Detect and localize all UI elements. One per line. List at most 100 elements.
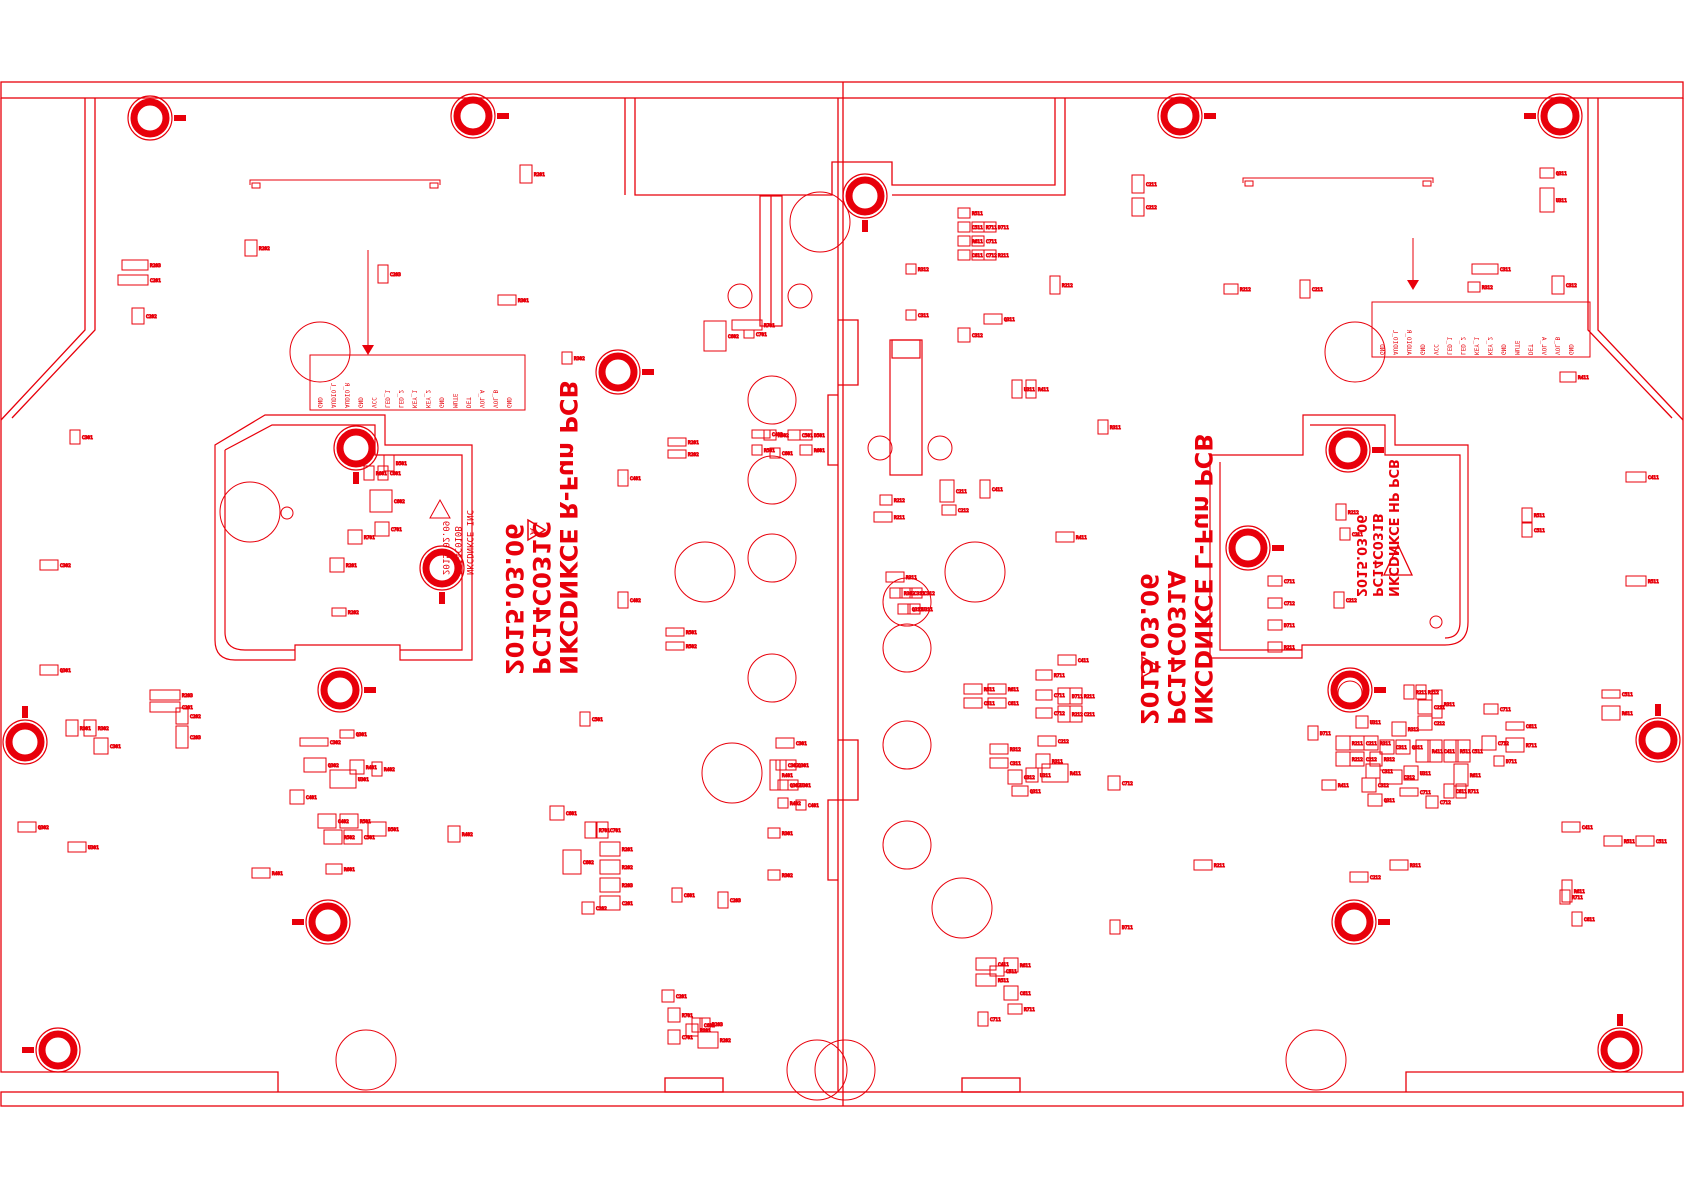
component-footprint: [1131, 197, 1145, 217]
component-footprint: [67, 841, 87, 853]
component-ref-label: Q311: [1384, 798, 1395, 804]
component-footprint: [1453, 763, 1469, 787]
component-footprint: [1355, 715, 1369, 729]
component-ref-label: C311: [1500, 267, 1511, 273]
component-ref-label: R201: [700, 1028, 711, 1034]
component-footprint: [595, 821, 609, 839]
component-footprint: [599, 895, 621, 911]
component-ref-label: R202: [688, 452, 699, 458]
component-footprint: [989, 757, 1009, 769]
component-ref-label: R711: [986, 225, 997, 231]
component-footprint: [1603, 835, 1623, 847]
component-ref-label: R312: [1384, 757, 1395, 763]
component-footprint: [1025, 379, 1037, 399]
component-ref-label: R502: [686, 644, 697, 650]
clearance-circle: [280, 506, 294, 520]
component-footprint: [1431, 689, 1443, 719]
component-footprint: [743, 329, 755, 339]
component-footprint: [519, 164, 533, 184]
component-ref-label: D711: [1320, 731, 1331, 737]
component-ref-label: R511: [998, 978, 1009, 984]
center-component-right: [889, 339, 923, 476]
pin-label: GND: [316, 397, 323, 408]
component-ref-label: C211: [1084, 712, 1095, 718]
component-ref-label: C511: [1622, 692, 1633, 698]
connector-bracket-left: [249, 179, 441, 189]
component-footprint: [963, 683, 983, 695]
component-ref-label: Q311: [1556, 171, 1567, 177]
component-ref-label: C501: [802, 433, 813, 439]
component-ref-label: R312: [1408, 727, 1419, 733]
component-ref-label: R211: [1352, 741, 1363, 747]
component-footprint: [1635, 835, 1655, 847]
component-footprint: [1559, 371, 1577, 383]
component-ref-label: C511: [1534, 528, 1545, 534]
left-board-revision: A: [527, 528, 538, 535]
component-footprint: [383, 454, 395, 472]
component-ref-label: R302: [98, 726, 109, 732]
component-footprint: [787, 429, 801, 441]
component-ref-label: R711: [1572, 895, 1583, 901]
left-board-label: NKCDNKCE R-Fun PCB PC14C031C 2015.03.06: [500, 380, 582, 675]
component-ref-label: C601: [684, 893, 695, 899]
mounting-hole: [1325, 427, 1384, 473]
clearance-circle: [747, 455, 797, 505]
component-footprint: [1057, 654, 1077, 666]
component-footprint: [1471, 263, 1499, 275]
component-ref-label: C411: [1078, 658, 1089, 664]
component-footprint: [691, 1017, 703, 1033]
clearance-circle: [927, 435, 953, 461]
component-ref-label: C402: [338, 819, 349, 825]
component-ref-label: C401: [808, 803, 819, 809]
component-footprint: [1363, 735, 1379, 751]
component-ref-label: Q302: [790, 783, 801, 789]
component-footprint: [751, 429, 771, 439]
component-ref-label: C701: [391, 527, 402, 533]
component-footprint: [1025, 767, 1039, 783]
component-ref-label: R401: [272, 871, 283, 877]
component-ref-label: D711: [1284, 623, 1295, 629]
component-footprint: [367, 821, 387, 837]
component-ref-label: R711: [1054, 673, 1065, 679]
component-footprint: [347, 529, 363, 545]
component-ref-label: C602: [704, 1023, 715, 1029]
component-footprint: [957, 235, 971, 247]
component-footprint: [1011, 785, 1029, 797]
component-ref-label: R203: [150, 263, 161, 269]
mounting-hole: [127, 95, 186, 141]
component-ref-label: R302: [574, 356, 585, 362]
component-ref-label: R402: [462, 832, 473, 838]
component-ref-label: R202: [622, 865, 633, 871]
component-ref-label: C711: [1500, 707, 1511, 713]
component-ref-label: R411: [1038, 387, 1049, 393]
component-footprint: [617, 469, 629, 487]
component-footprint: [1041, 763, 1069, 783]
component-footprint: [1321, 779, 1337, 791]
component-footprint: [957, 327, 971, 343]
pin-label: GND: [1419, 344, 1426, 355]
component-footprint: [1455, 783, 1467, 799]
component-ref-label: R611: [1020, 963, 1031, 969]
pin-label: KEY_1: [1473, 337, 1480, 355]
component-ref-label: C701: [610, 828, 621, 834]
component-footprint: [1417, 715, 1433, 731]
inner-right-part-number: PC14C031B: [1369, 513, 1384, 597]
component-ref-label: Q301: [798, 763, 809, 769]
component-ref-label: U311: [1024, 387, 1035, 393]
component-footprint: [562, 849, 582, 875]
mounting-hole: [292, 899, 351, 945]
component-footprint: [1339, 527, 1351, 541]
component-footprint: [983, 221, 997, 233]
component-footprint: [775, 759, 787, 771]
component-ref-label: R201: [534, 172, 545, 178]
component-footprint: [39, 559, 59, 571]
mounting-hole: [595, 349, 654, 395]
component-ref-label: C712: [1284, 601, 1295, 607]
pin-label: VOL_B: [492, 390, 499, 408]
component-ref-label: R211: [894, 515, 905, 521]
component-ref-label: C501: [364, 835, 375, 841]
component-footprint: [1333, 591, 1345, 609]
component-footprint: [1601, 705, 1621, 721]
component-ref-label: Q311: [1004, 317, 1015, 323]
component-footprint: [1267, 575, 1283, 587]
